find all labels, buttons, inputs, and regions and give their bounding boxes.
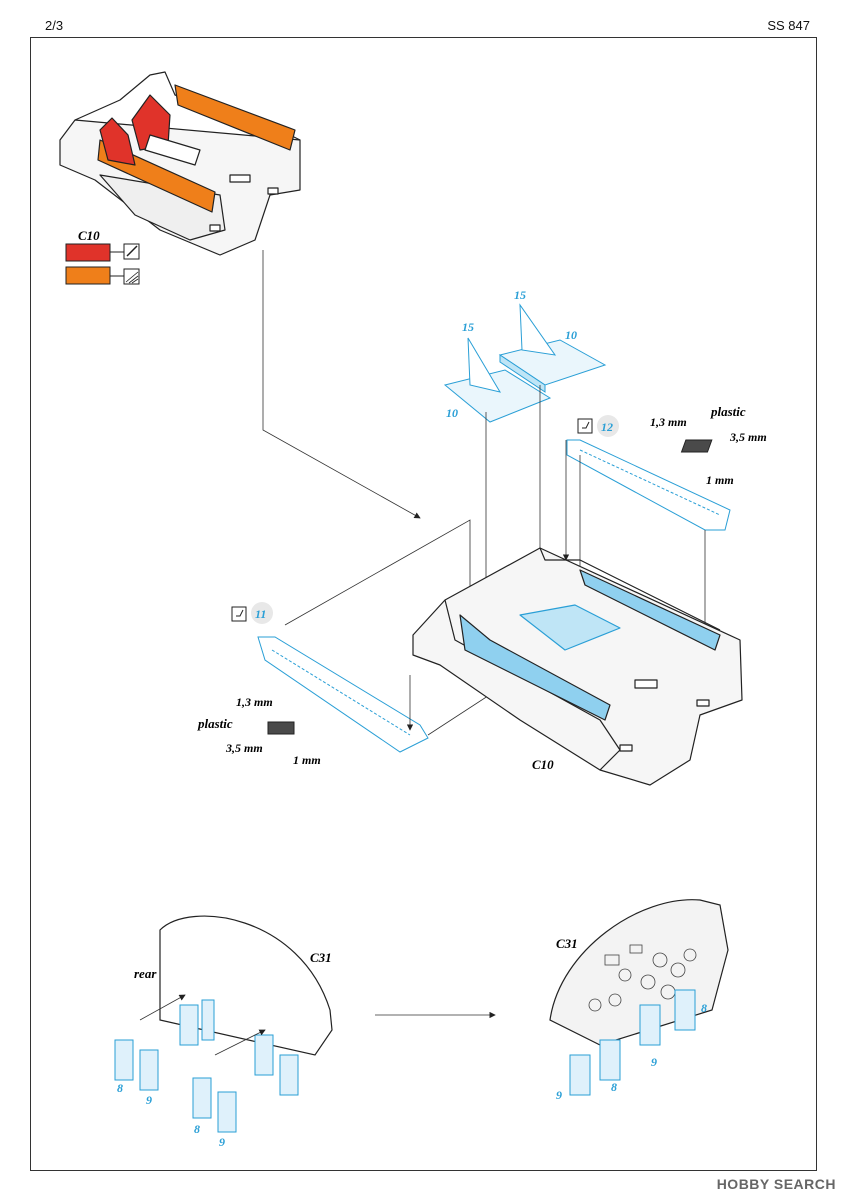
step-circle bbox=[251, 602, 273, 624]
painted-tub-c10 bbox=[59, 71, 301, 256]
main-tub-c10 bbox=[412, 547, 743, 786]
part-number-9: 9 bbox=[556, 1088, 562, 1102]
kit-code: SS 847 bbox=[767, 18, 810, 33]
tub-label: C10 bbox=[532, 757, 554, 772]
bend-icon bbox=[231, 606, 247, 622]
legend-part-label: C10 bbox=[78, 228, 100, 243]
dim-label: 1,3 mm bbox=[236, 695, 273, 709]
panel-label: C31 bbox=[310, 950, 332, 965]
part-number-8: 8 bbox=[117, 1081, 123, 1095]
plastic-strip bbox=[680, 439, 713, 453]
watermark: HOBBY SEARCH bbox=[716, 1176, 836, 1192]
color-legend: C10 bbox=[65, 228, 140, 285]
step-circle bbox=[597, 415, 619, 437]
label-plastic: plastic bbox=[197, 716, 233, 731]
part-number-8: 8 bbox=[701, 1001, 707, 1015]
pe-console-left: 11 bbox=[231, 602, 429, 753]
part-number-15: 15 bbox=[514, 288, 526, 302]
color-swatch-red bbox=[65, 243, 111, 262]
label-plastic: plastic bbox=[710, 404, 746, 419]
part-number-9: 9 bbox=[651, 1055, 657, 1069]
page-frame bbox=[30, 37, 817, 1171]
panel-label: C31 bbox=[556, 936, 578, 951]
label-rear: rear bbox=[134, 966, 157, 981]
part-number-12: 12 bbox=[601, 420, 613, 434]
dim-label: 3,5 mm bbox=[729, 430, 767, 444]
dim-label: 1 mm bbox=[706, 473, 734, 487]
part-number-8: 8 bbox=[611, 1080, 617, 1094]
part-number-10: 10 bbox=[446, 406, 458, 420]
page-number: 2/3 bbox=[45, 18, 64, 33]
instrument-panel-assembled bbox=[549, 899, 729, 1096]
pe-floor-plates bbox=[443, 303, 607, 423]
color-swatch-orange bbox=[65, 266, 111, 285]
part-number-8: 8 bbox=[194, 1122, 200, 1136]
dim-label: 1 mm bbox=[293, 753, 321, 767]
part-number-9: 9 bbox=[219, 1135, 225, 1149]
bend-icon bbox=[577, 418, 593, 434]
plastic-strip bbox=[267, 721, 295, 735]
instrument-panel-exploded bbox=[114, 915, 333, 1133]
part-number-15: 15 bbox=[462, 320, 474, 334]
pe-console-right: 12 bbox=[566, 415, 731, 531]
dim-label: 3,5 mm bbox=[225, 741, 263, 755]
dim-label: 1,3 mm bbox=[650, 415, 687, 429]
part-number-10: 10 bbox=[565, 328, 577, 342]
part-number-11: 11 bbox=[255, 607, 266, 621]
part-number-9: 9 bbox=[146, 1093, 152, 1107]
